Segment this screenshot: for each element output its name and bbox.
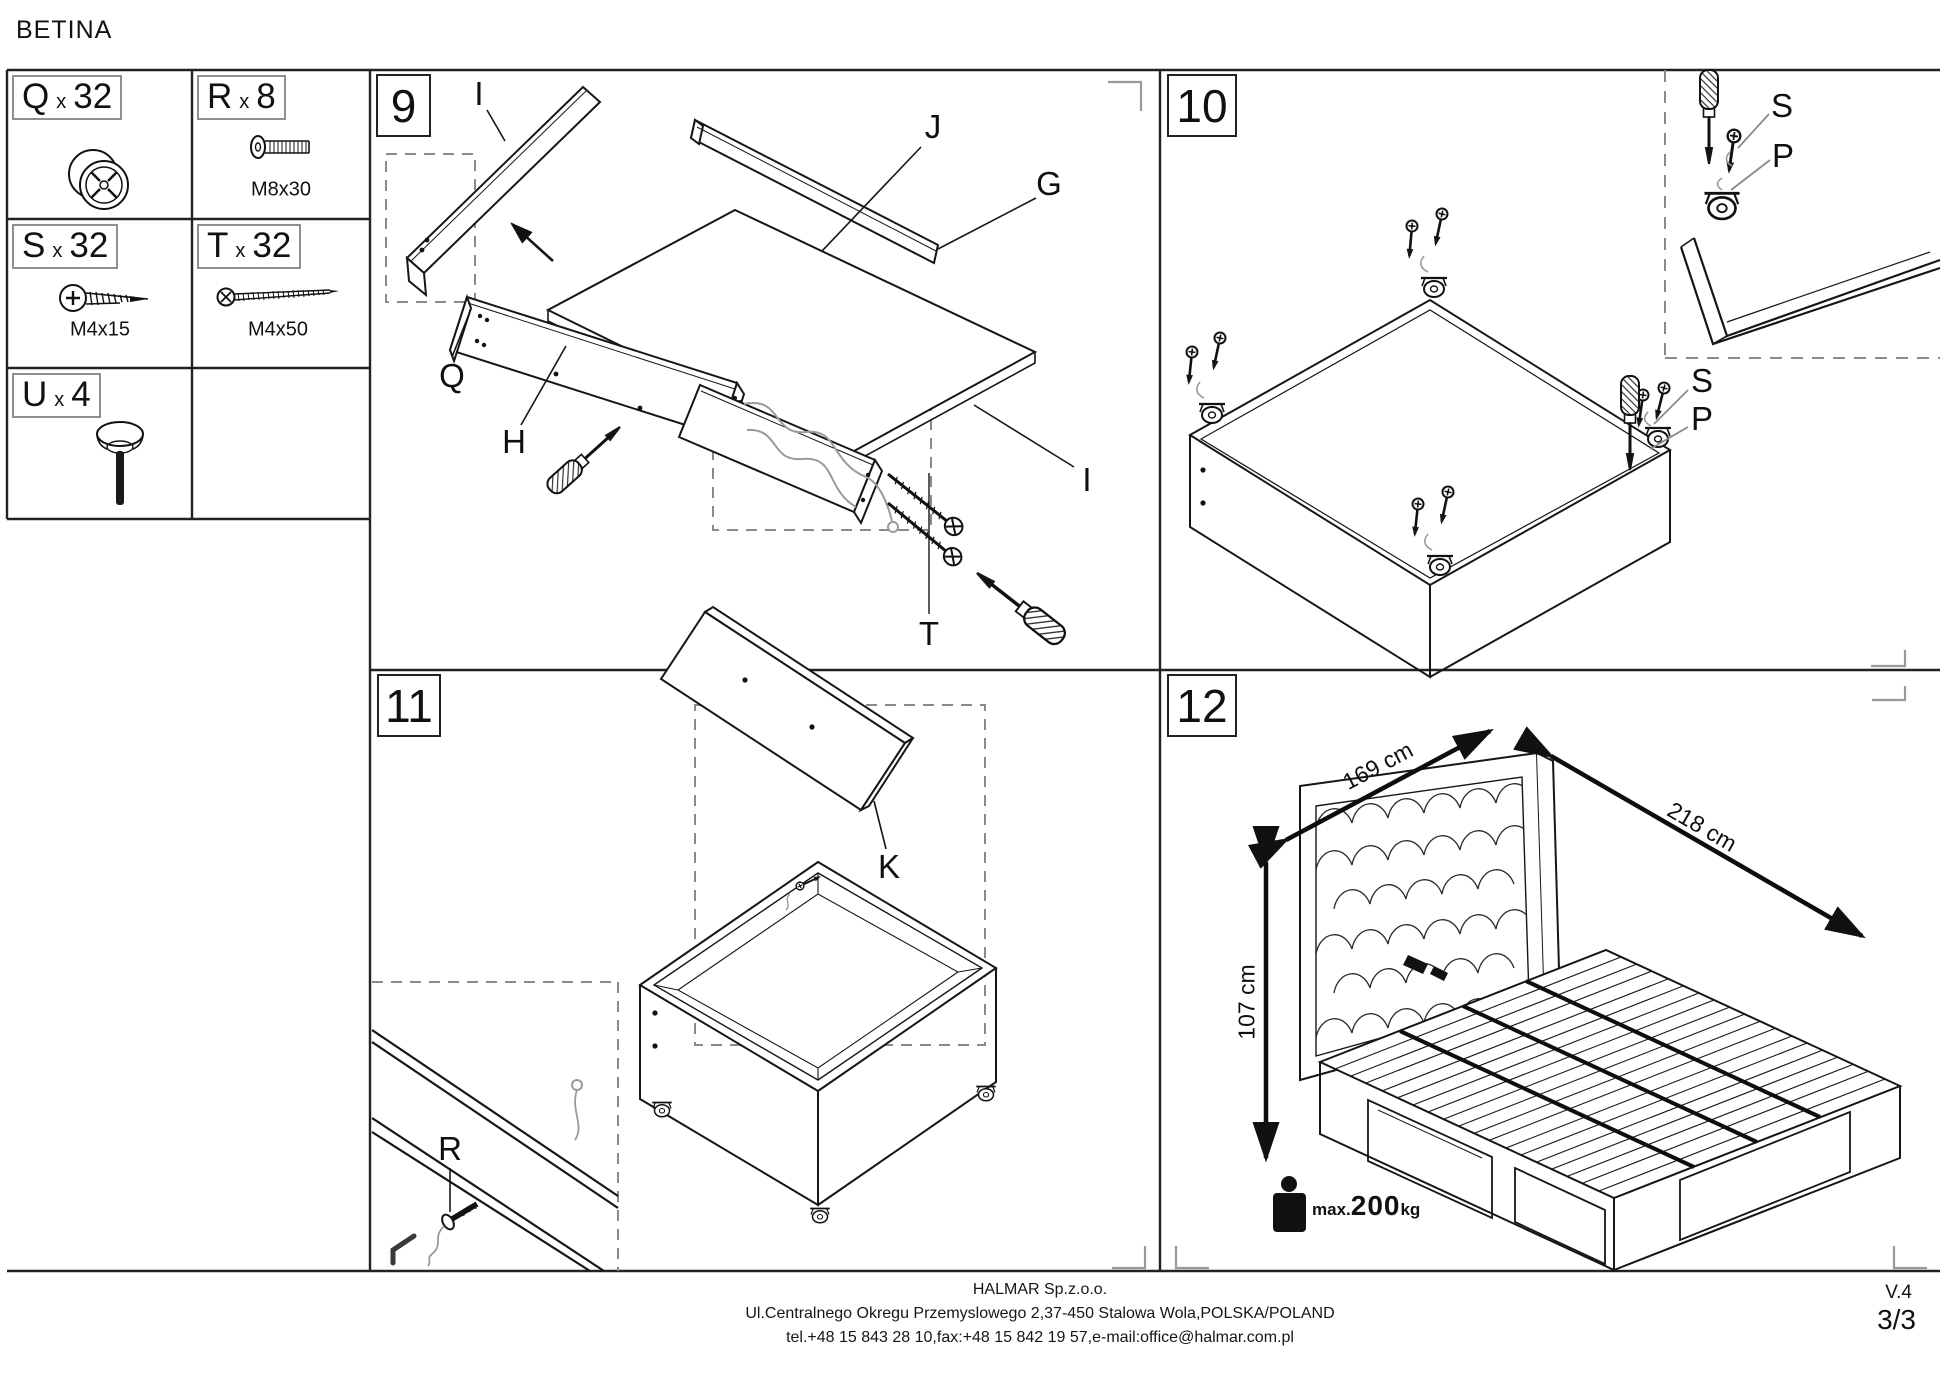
- bed-base: [1317, 948, 1903, 1272]
- screwdriver-icon: [968, 563, 1071, 650]
- part-label-h: H: [502, 423, 526, 460]
- cam-wheel-icon: [68, 149, 129, 210]
- inset-corner-detail: [1679, 68, 1941, 346]
- part-label-k: K: [877, 848, 901, 885]
- screw-t-icon: [881, 465, 968, 541]
- part-label-t: T: [918, 615, 940, 652]
- footer-contact: tel.+48 15 843 28 10,fax:+48 15 842 19 5…: [786, 1329, 1294, 1346]
- rails: [1399, 979, 1821, 1169]
- board-k: [659, 605, 915, 813]
- part-size-m8x30: M8x30: [250, 178, 312, 201]
- version-label: V.4: [1885, 1282, 1912, 1303]
- step9-drawing: [385, 85, 1075, 650]
- part-label-s: S: [1690, 362, 1714, 399]
- max-weight-icon: [1273, 1176, 1306, 1232]
- screw-m4x15-icon: [59, 284, 149, 312]
- part-label-g: G: [1036, 165, 1062, 202]
- dimension-height: 107 cm: [1233, 964, 1260, 1040]
- screwdriver-icon: [542, 418, 628, 499]
- part-label-i: I: [1082, 461, 1092, 498]
- page-number: 3/3: [1877, 1304, 1916, 1335]
- dimension-arrows: [1247, 726, 1866, 1163]
- print-corner-marks: [1108, 80, 1927, 1270]
- part-label-j: J: [924, 108, 942, 145]
- part-label-p: P: [1771, 137, 1795, 174]
- flipped-drawer-box: [1188, 298, 1672, 679]
- footer-company: HALMAR Sp.z.o.o.: [972, 1281, 1108, 1298]
- part-size-m4x15: M4x15: [69, 318, 131, 341]
- board-j: [689, 118, 940, 265]
- caster-assemblies: [1182, 206, 1673, 577]
- part-label-i: I: [474, 75, 484, 112]
- screwdriver-icon: [1698, 68, 1720, 166]
- part-label-r: R: [438, 1130, 462, 1167]
- step12-drawing: [1247, 726, 1903, 1272]
- step-number-10: 10: [1167, 74, 1237, 137]
- bolt-r-icon: [441, 1201, 479, 1231]
- part-size-m4x50: M4x50: [247, 318, 309, 341]
- caster-icon: [1702, 191, 1742, 221]
- allen-key-icon: [390, 1233, 417, 1266]
- part-label-p: P: [1690, 400, 1714, 437]
- screw-s-icon: [1721, 127, 1743, 173]
- bolt-icon: [250, 135, 310, 159]
- page-title: BETINA: [16, 16, 113, 44]
- part-label-q: Q: [439, 357, 465, 394]
- board-i-left: [405, 85, 602, 298]
- assembled-drawer-box: [638, 860, 998, 1224]
- footer-address: Ul.Centralnego Okregu Przemyslowego 2,37…: [745, 1305, 1335, 1322]
- step-number-11: 11: [377, 674, 441, 737]
- glide-pin-icon: [96, 421, 144, 505]
- cable-wires: [743, 401, 899, 533]
- r-inset-detail: [371, 981, 619, 1272]
- grid-lines: [5, 68, 1940, 1273]
- step-number-12: 12: [1167, 674, 1237, 737]
- step11-drawing: [371, 605, 998, 1272]
- step-number-9: 9: [376, 74, 431, 137]
- screw-m4x50-icon: [216, 287, 339, 307]
- part-label-s: S: [1770, 87, 1794, 124]
- step10-drawing: [1182, 68, 1941, 679]
